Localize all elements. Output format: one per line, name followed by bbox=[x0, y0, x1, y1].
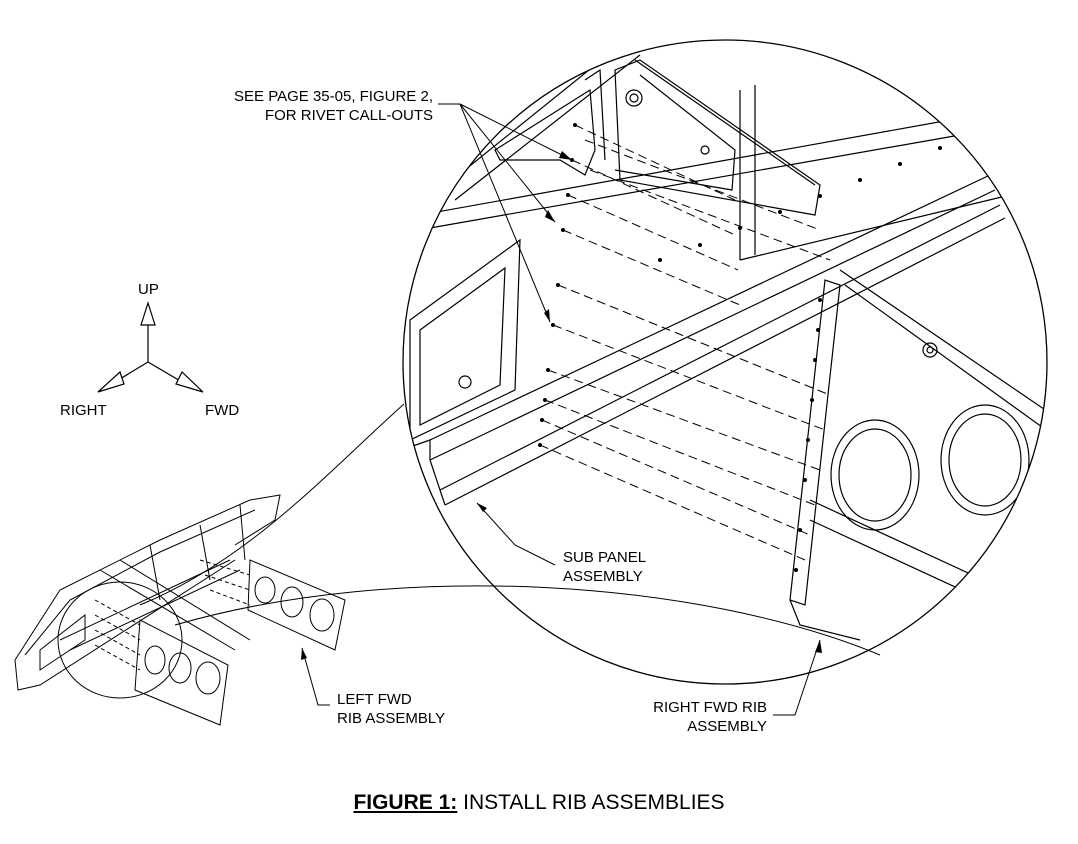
up-label: UP bbox=[138, 281, 159, 298]
small-right-rib bbox=[247, 559, 346, 651]
leader-lines bbox=[301, 103, 821, 716]
detail-circle bbox=[57, 581, 183, 699]
sub-panel-callout: SUB PANEL ASSEMBLY bbox=[563, 548, 646, 586]
fwd-label: FWD bbox=[205, 402, 240, 419]
figure-caption: FIGURE 1: INSTALL RIB ASSEMBLIES bbox=[0, 791, 1078, 815]
detail-view bbox=[402, 39, 1048, 685]
sub-panel-line2: ASSEMBLY bbox=[563, 568, 643, 585]
left-rib-line2: RIB ASSEMBLY bbox=[337, 710, 446, 727]
sub-panel-line1: SUB PANEL bbox=[563, 549, 647, 566]
right-rib-callout: RIGHT FWD RIB ASSEMBLY bbox=[610, 698, 767, 736]
leader-arrowheads bbox=[301, 151, 822, 660]
right-label: RIGHT bbox=[60, 402, 107, 419]
left-cutout bbox=[409, 238, 521, 441]
rivet-callout-line1: SEE PAGE 35-05, FIGURE 2, bbox=[234, 88, 433, 105]
rivet-callout: SEE PAGE 35-05, FIGURE 2, FOR RIVET CALL… bbox=[180, 87, 433, 125]
sub-panel-channel bbox=[409, 174, 1006, 506]
right-rib-line1: RIGHT FWD RIB bbox=[653, 699, 767, 716]
upper-bracket bbox=[614, 59, 821, 216]
up-arrow-icon bbox=[140, 301, 156, 326]
figure-title: INSTALL RIB ASSEMBLIES bbox=[463, 791, 725, 814]
figure-number: FIGURE 1: bbox=[353, 791, 458, 814]
left-rib-line1: LEFT FWD bbox=[337, 691, 412, 708]
full-assembly-view bbox=[14, 494, 346, 726]
rivet-alignment-lines bbox=[539, 124, 831, 561]
detail-connector-lines bbox=[139, 403, 881, 656]
right-rib-line2: ASSEMBLY bbox=[687, 718, 767, 735]
right-arrow-icon bbox=[97, 370, 125, 393]
left-rib-callout: LEFT FWD RIB ASSEMBLY bbox=[337, 690, 445, 728]
fwd-arrow-icon bbox=[175, 371, 204, 393]
rivet-callout-line2: FOR RIVET CALL-OUTS bbox=[264, 107, 433, 124]
small-left-rib bbox=[134, 619, 229, 726]
axis-triad bbox=[97, 301, 204, 393]
